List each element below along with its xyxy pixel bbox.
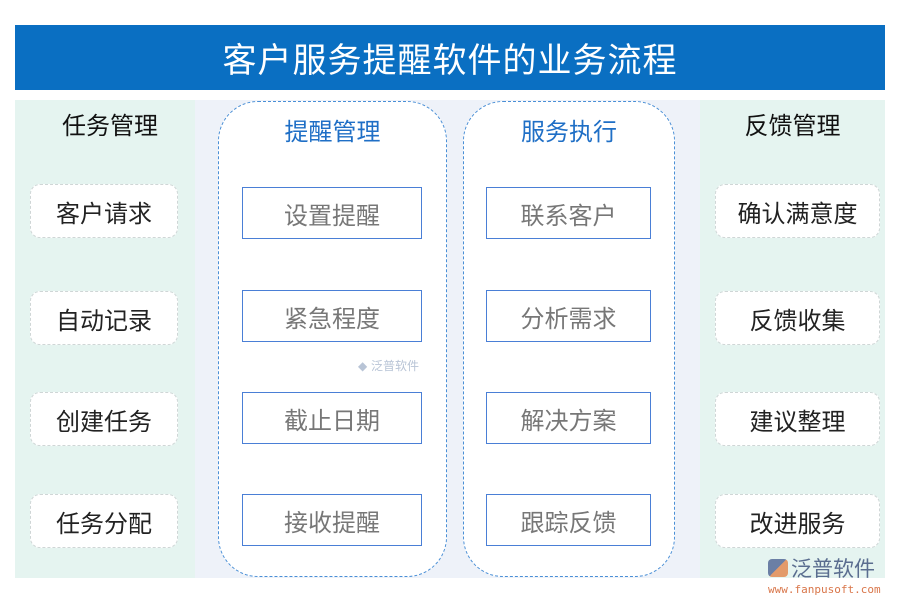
step-box: 截止日期 (242, 392, 422, 444)
step-box: 接收提醒 (242, 494, 422, 546)
step-box: 任务分配 (30, 494, 178, 548)
step-box: 创建任务 (30, 392, 178, 446)
step-box: 自动记录 (30, 291, 178, 345)
step-box: 反馈收集 (715, 291, 880, 345)
column-heading: 提醒管理 (284, 118, 381, 146)
column-heading: 服务执行 (521, 118, 617, 146)
column-heading: 任务管理 (62, 112, 158, 140)
step-box: 联系客户 (486, 187, 651, 239)
step-box: 建议整理 (715, 392, 880, 446)
step-box: 客户请求 (30, 184, 178, 238)
step-box: 确认满意度 (715, 184, 880, 238)
step-box: 分析需求 (486, 290, 651, 342)
step-box: 改进服务 (715, 494, 880, 548)
watermark-logo: 泛普软件 www.fanpusoft.com (768, 557, 881, 596)
watermark-center: ◆ 泛普软件 (358, 359, 420, 373)
step-box: 设置提醒 (242, 187, 422, 239)
column-heading: 反馈管理 (744, 112, 841, 140)
step-box: 解决方案 (486, 392, 651, 444)
logo-icon (768, 559, 788, 577)
step-box: 紧急程度 (242, 290, 422, 342)
step-box: 跟踪反馈 (486, 494, 651, 546)
page-title: 客户服务提醒软件的业务流程 (15, 25, 885, 90)
